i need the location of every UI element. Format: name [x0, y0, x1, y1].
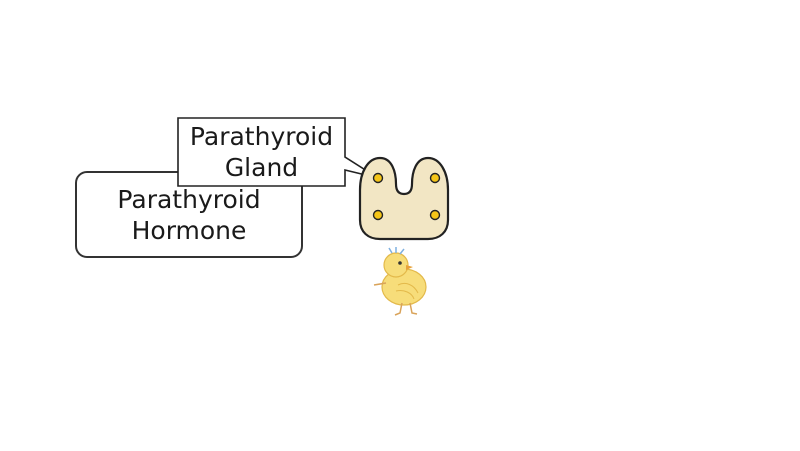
gland-callout-line1: Parathyroid [189, 122, 334, 151]
chick-illustration [373, 247, 427, 316]
gland-callout: Parathyroid Gland [178, 118, 345, 186]
hormone-label-line2: Hormone [131, 215, 247, 245]
gland-callout-line2: Gland [224, 153, 299, 182]
hormone-label-line1: Parathyroid [117, 184, 261, 214]
gland-dot-bottom-left [372, 209, 384, 221]
parathyroid-gland-icon [358, 156, 450, 241]
gland-dot-bottom-right [429, 209, 441, 221]
gland-dot-top-right [429, 172, 441, 184]
gland-dot-top-left [372, 172, 384, 184]
